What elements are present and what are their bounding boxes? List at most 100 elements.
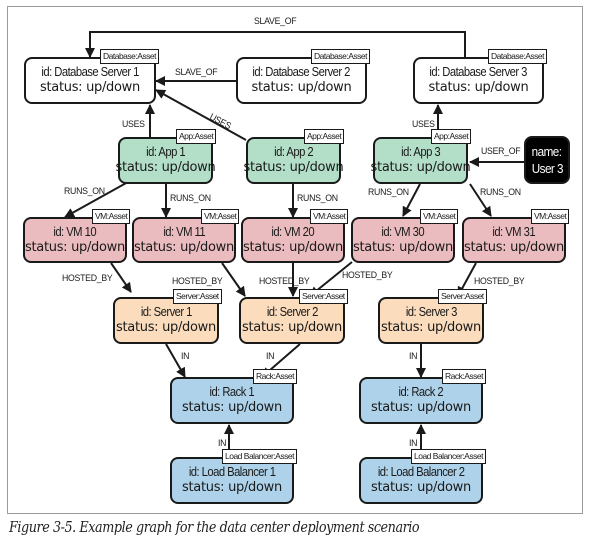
node-status-text: status: up/down xyxy=(464,239,564,255)
node-status-text: status: up/down xyxy=(251,80,352,95)
node-status-text: User 3 xyxy=(531,161,563,176)
edge-label: SLAVE_OF xyxy=(254,16,297,27)
edge-label: RUNS_ON xyxy=(368,187,409,198)
node-id-text: id: App 3 xyxy=(401,145,440,159)
node-id-text: id: Database Server 3 xyxy=(429,65,528,79)
edge-label: HOSTED_BY xyxy=(474,276,525,287)
edge-label: RUNS_ON xyxy=(64,186,105,197)
node-label-tag: App:Asset xyxy=(304,129,345,144)
node-status-text: status: up/down xyxy=(40,80,140,95)
node-id-text: id: App 2 xyxy=(274,145,313,159)
node-status-text: status: up/down xyxy=(371,400,471,415)
node-status-text: status: up/down xyxy=(353,239,453,255)
node-id-text: id: VM 31 xyxy=(492,224,536,239)
node-id-text: id: Load Balancer 2 xyxy=(377,465,465,479)
node-label-tag: VM:Asset xyxy=(420,209,459,224)
edge-app1-to-vm10 xyxy=(64,181,129,218)
edge-app2-to-db1 xyxy=(155,89,247,141)
node-status-text: status: up/down xyxy=(25,239,125,255)
node-status-text: status: up/down xyxy=(134,239,234,255)
node-id-text: id: VM 11 xyxy=(163,224,205,239)
node-status-text: status: up/down xyxy=(242,320,342,335)
edge-label: SLAVE_OF xyxy=(175,67,218,78)
node-status-text: status: up/down xyxy=(182,480,282,495)
edge-label: IN xyxy=(181,351,190,362)
edge-label: RUNS_ON xyxy=(480,187,521,198)
node-status-text: status: up/down xyxy=(243,239,343,255)
node-id-text: id: App 1 xyxy=(146,145,185,159)
node-id-text: name: xyxy=(532,144,562,159)
edge-label: IN xyxy=(266,351,275,362)
node-label-tag: Server:Asset xyxy=(173,289,222,304)
node-status-text: status: up/down xyxy=(370,160,471,175)
edge-vm10-to-srv1 xyxy=(110,262,132,293)
edge-label: USES xyxy=(122,119,145,130)
node-label-tag: VM:Asset xyxy=(201,209,240,224)
node-label-tag: Server:Asset xyxy=(299,289,348,304)
node-label-tag: Database:Asset xyxy=(488,49,548,64)
edge-label: IN xyxy=(409,351,418,362)
edge-label: IN xyxy=(409,438,418,449)
edge-label: RUNS_ON xyxy=(297,193,338,204)
node-label-tag: Database:Asset xyxy=(100,49,160,64)
edge-label: HOSTED_BY xyxy=(342,270,393,281)
edge-app3-to-vm30 xyxy=(402,183,421,217)
node-status-text: status: up/down xyxy=(115,160,216,175)
edge-app3-to-vm31 xyxy=(469,183,492,217)
node-id-text: id: VM 20 xyxy=(271,224,315,239)
edge-label: IN xyxy=(218,438,227,449)
node-id-text: id: Server 2 xyxy=(266,305,318,319)
edge-srv1-to-rack1 xyxy=(165,343,186,378)
node-id-text: id: Server 3 xyxy=(405,305,457,319)
edge-vm11-to-srv2 xyxy=(221,262,246,297)
edge-db3-to-db1 xyxy=(85,31,466,58)
edge-label: HOSTED_BY xyxy=(172,276,223,287)
edge-label: USES xyxy=(412,119,435,130)
node-status-text: status: up/down xyxy=(371,480,471,495)
node-label-tag: Server:Asset xyxy=(438,289,487,304)
node-label-tag: App:Asset xyxy=(431,129,472,144)
node-label-tag: Load Balancer:Asset xyxy=(411,449,486,464)
node-status-text: status: up/down xyxy=(116,320,216,335)
node-id-text: id: Load Balancer 1 xyxy=(188,465,276,479)
node-label-tag: Database:Asset xyxy=(311,49,371,64)
node-label-tag: Rack:Asset xyxy=(253,369,297,384)
node-status-text: status: up/down xyxy=(182,400,282,415)
edge-label: RUNS_ON xyxy=(170,193,211,204)
node-label-tag: VM:Asset xyxy=(531,209,570,224)
node-id-text: id: Database Server 1 xyxy=(41,65,139,79)
node-id-text: id: VM 30 xyxy=(381,224,425,239)
edge-label: HOSTED_BY xyxy=(259,276,310,287)
node-id-text: id: Database Server 2 xyxy=(252,65,351,79)
node-id-text: id: Rack 2 xyxy=(398,385,444,399)
node-id-text: id: Server 1 xyxy=(140,305,192,319)
node-label-tag: VM:Asset xyxy=(92,209,131,224)
figure-frame xyxy=(7,6,583,514)
node-label-tag: VM:Asset xyxy=(310,209,349,224)
node-status-text: status: up/down xyxy=(381,320,481,335)
edge-label: HOSTED_BY xyxy=(62,273,113,284)
node-status-text: status: up/down xyxy=(428,80,529,95)
node-user3[interactable]: name: User 3 xyxy=(524,136,570,184)
node-id-text: id: Rack 1 xyxy=(209,385,255,399)
node-id-text: id: VM 10 xyxy=(53,224,97,239)
